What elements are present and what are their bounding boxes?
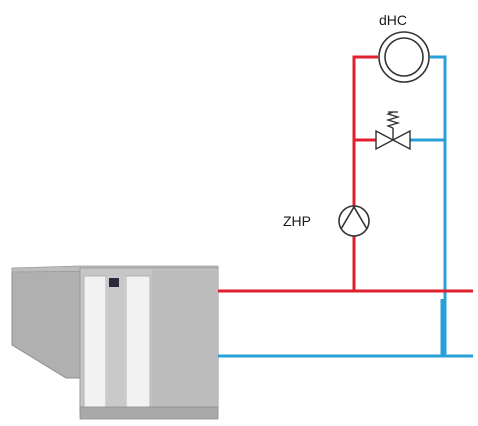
heating-circuit-icon bbox=[378, 31, 430, 83]
supply-pipes bbox=[218, 55, 473, 293]
pump-body bbox=[338, 205, 370, 237]
pump-direction-chevron bbox=[340, 205, 368, 230]
supply-riser-pipe bbox=[352, 55, 378, 291]
unit-front-panel-right bbox=[125, 275, 151, 409]
overflow-valve-icon bbox=[375, 111, 411, 151]
unit-right-panel bbox=[152, 270, 218, 408]
valve-right-triangle bbox=[391, 129, 411, 151]
return-pipes bbox=[218, 55, 473, 358]
unit-base bbox=[79, 406, 219, 420]
heating-circuit-label: dHC bbox=[379, 12, 407, 28]
unit-side-panel bbox=[11, 267, 81, 379]
heat-pump-unit-icon bbox=[11, 265, 219, 420]
return-riser-pipe bbox=[430, 55, 447, 356]
valve-left-triangle bbox=[375, 129, 395, 151]
unit-front-panel-left bbox=[83, 275, 107, 409]
unit-display bbox=[109, 278, 119, 287]
heating-circuit-inner-ring bbox=[384, 37, 424, 77]
circulation-pump-icon bbox=[338, 205, 370, 237]
valve-spring bbox=[385, 111, 401, 129]
circulation-pump-label: ZHP bbox=[283, 213, 311, 229]
unit-center-strip bbox=[106, 276, 126, 408]
